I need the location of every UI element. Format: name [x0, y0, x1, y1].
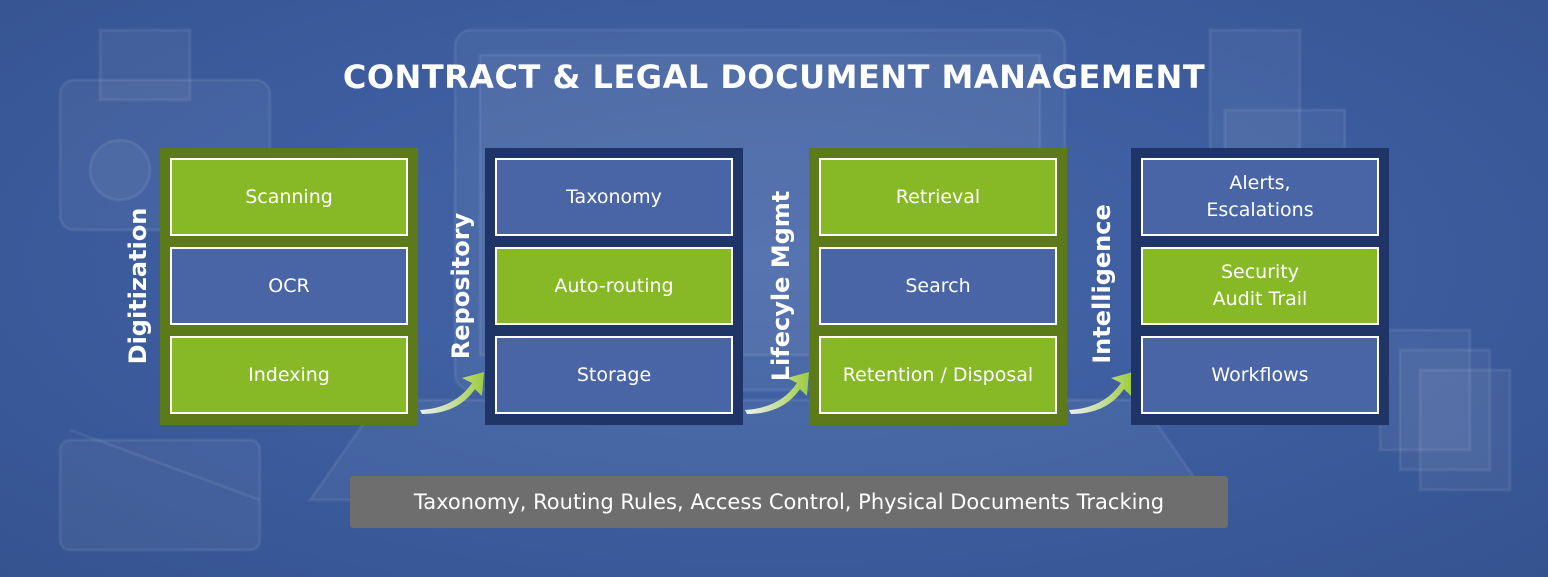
- step-scanning: Scanning: [170, 158, 408, 236]
- stage-group-repository: Taxonomy Auto-routing Storage: [485, 148, 743, 425]
- step-security-audit-trail: Security Audit Trail: [1141, 247, 1379, 325]
- step-auto-routing: Auto-routing: [495, 247, 733, 325]
- step-alerts-escalations: Alerts, Escalations: [1141, 158, 1379, 236]
- curved-arrow-icon: [1069, 372, 1133, 414]
- diagram-title: CONTRACT & LEGAL DOCUMENT MANAGEMENT: [342, 58, 1206, 96]
- curved-arrow-icon: [420, 372, 484, 414]
- step-storage: Storage: [495, 336, 733, 414]
- step-indexing: Indexing: [170, 336, 408, 414]
- stage-group-intelligence: Alerts, Escalations Security Audit Trail…: [1131, 148, 1389, 425]
- curved-arrow-icon: [745, 372, 809, 414]
- step-retrieval: Retrieval: [819, 158, 1057, 236]
- step-workflows: Workflows: [1141, 336, 1379, 414]
- step-search: Search: [819, 247, 1057, 325]
- stage-group-lifecycle-mgmt: Retrieval Search Retention / Disposal: [809, 148, 1067, 425]
- step-retention-disposal: Retention / Disposal: [819, 336, 1057, 414]
- step-taxonomy: Taxonomy: [495, 158, 733, 236]
- footer-bar: Taxonomy, Routing Rules, Access Control,…: [350, 476, 1228, 528]
- footer-text: Taxonomy, Routing Rules, Access Control,…: [413, 490, 1165, 514]
- stage-group-digitization: Scanning OCR Indexing: [160, 148, 418, 425]
- step-ocr: OCR: [170, 247, 408, 325]
